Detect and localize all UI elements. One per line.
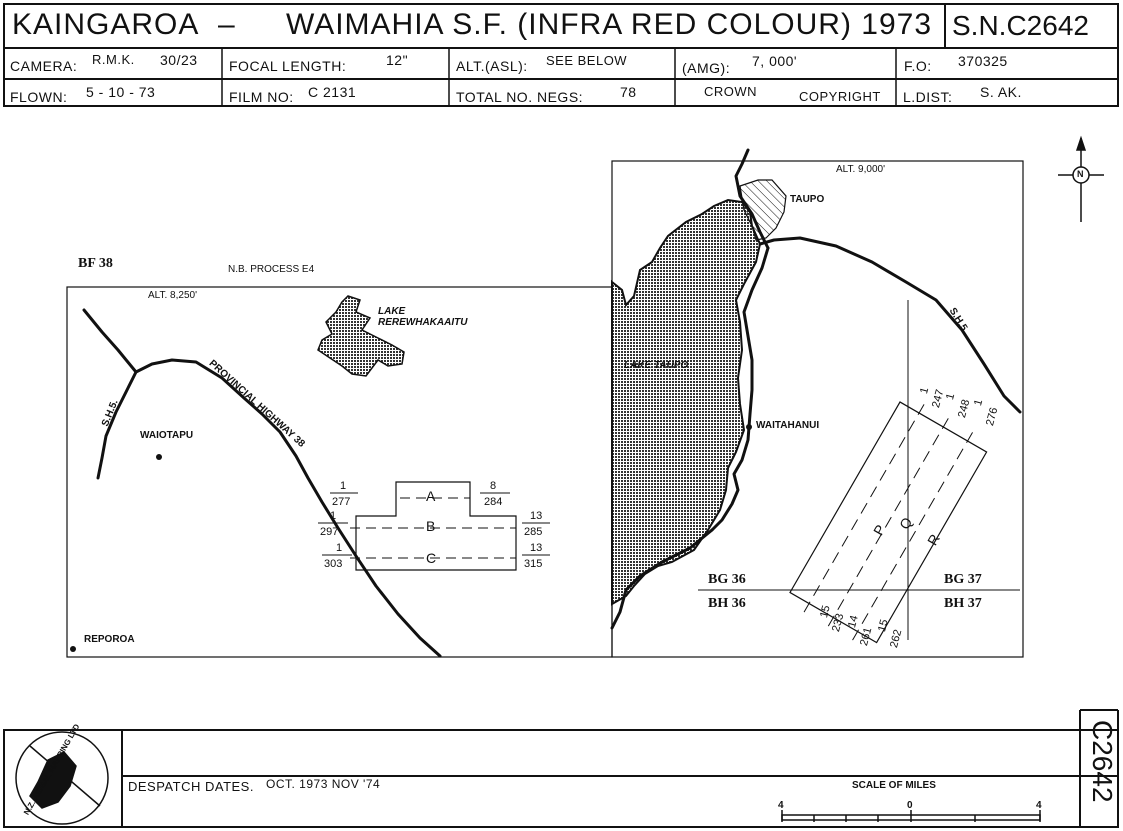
north-letter: N [1077, 169, 1084, 179]
run-a-start: 1 [340, 480, 347, 492]
negs-value: 78 [620, 84, 637, 100]
north-arrow [1058, 135, 1104, 222]
alt-label: ALT.(ASL): [456, 58, 528, 74]
run-b-start: 1 [330, 510, 337, 522]
alt-value: SEE BELOW [546, 53, 628, 68]
waikato-river [734, 148, 770, 250]
run-c-start: 1 [336, 542, 343, 554]
fo-value: 370325 [958, 53, 1008, 69]
ldist-label: L.DIST: [903, 89, 953, 105]
title-dash: – [218, 8, 236, 41]
amg-label: (AMG): [682, 60, 731, 76]
road-south [610, 528, 714, 630]
lake-rerewhakaaitu-label: LAKE REREWHAKAAITU [378, 306, 468, 328]
amg-value: 7, 000' [752, 53, 798, 69]
run-b-end-b: 285 [524, 526, 543, 538]
sheet-bg36: BG 36 [708, 572, 746, 587]
scale-tick-mid: 0 [907, 800, 913, 811]
sheet-bh37: BH 37 [944, 596, 982, 611]
scale-tick-right: 4 [1036, 800, 1042, 811]
flown-label: FLOWN: [10, 89, 68, 105]
lake-rerewhakaaitu-shape [317, 295, 405, 377]
camera-value2: 30/23 [160, 52, 198, 68]
despatch-value: OCT. 1973 NOV '74 [266, 777, 381, 791]
crown-text: CROWN [704, 84, 758, 99]
copyright-text: COPYRIGHT [799, 89, 881, 104]
despatch-label: DESPATCH DATES. [128, 779, 254, 794]
header-grid [3, 3, 1119, 107]
process-note: N.B. PROCESS E4 [228, 264, 315, 275]
sheet-bf38: BF 38 [78, 256, 113, 271]
title-left: KAINGAROA [12, 8, 200, 41]
lake-taupo-shape [611, 198, 762, 606]
camera-value: R.M.K. [92, 52, 135, 67]
lake-taupo-label: LAKE TAUPO [624, 360, 689, 371]
right-flight-block [789, 401, 988, 644]
run-a-end: 8 [490, 480, 497, 492]
waitahanui-point [746, 424, 752, 430]
run-c-end: 13 [530, 542, 543, 554]
waiotapu-point [156, 454, 162, 460]
alt-right: ALT. 9,000' [836, 164, 885, 175]
waiotapu-label: WAIOTAPU [140, 430, 194, 441]
film-label: FILM NO: [229, 89, 294, 105]
title-right: WAIMAHIA S.F. (INFRA RED COLOUR) 1973 [286, 8, 933, 41]
road-sh5-north [82, 308, 138, 374]
road-sh5-south [96, 370, 138, 480]
sheet-bh36: BH 36 [708, 596, 746, 611]
fo-label: F.O: [904, 58, 932, 74]
reporoa-point [70, 646, 76, 652]
focal-label: FOCAL LENGTH: [229, 58, 347, 74]
flown-value: 5 - 10 - 73 [86, 84, 156, 100]
sheet-bg37: BG 37 [944, 572, 982, 587]
run-b-label: B [426, 518, 436, 534]
ldist-value: S. AK. [980, 84, 1022, 100]
taupo-town-shape [739, 179, 787, 241]
road-sh1-shore [710, 246, 770, 532]
run-c-label: C [426, 550, 437, 566]
scale-bar [781, 810, 1041, 822]
side-code: C2642 [1087, 720, 1118, 803]
run-c-end-b: 315 [524, 558, 543, 570]
sheet-number: S.N.C2642 [952, 10, 1089, 41]
nz-aerial-mapping-logo [15, 731, 109, 825]
run-a-start-b: 277 [332, 496, 351, 508]
run-a-label: A [426, 488, 436, 504]
waitahanui-label: WAITAHANUI [756, 420, 820, 431]
left-flight-block [355, 481, 517, 571]
road-highway-38 [134, 358, 442, 658]
film-value: C 2131 [308, 84, 357, 100]
scale-title: SCALE OF MILES [852, 780, 936, 791]
run-b-start-b: 297 [320, 526, 339, 538]
run-b-end: 13 [530, 510, 543, 522]
run-a-end-b: 284 [484, 496, 503, 508]
road-sh5-east [758, 236, 1022, 414]
negs-label: TOTAL NO. NEGS: [456, 89, 584, 105]
camera-label: CAMERA: [10, 58, 78, 74]
alt-left: ALT. 8,250' [148, 290, 197, 301]
focal-value: 12" [386, 52, 409, 68]
taupo-label: TAUPO [790, 194, 825, 205]
reporoa-label: REPOROA [84, 634, 135, 645]
footer-frame [3, 709, 1119, 828]
scale-tick-left: 4 [778, 800, 784, 811]
run-c-start-b: 303 [324, 558, 343, 570]
